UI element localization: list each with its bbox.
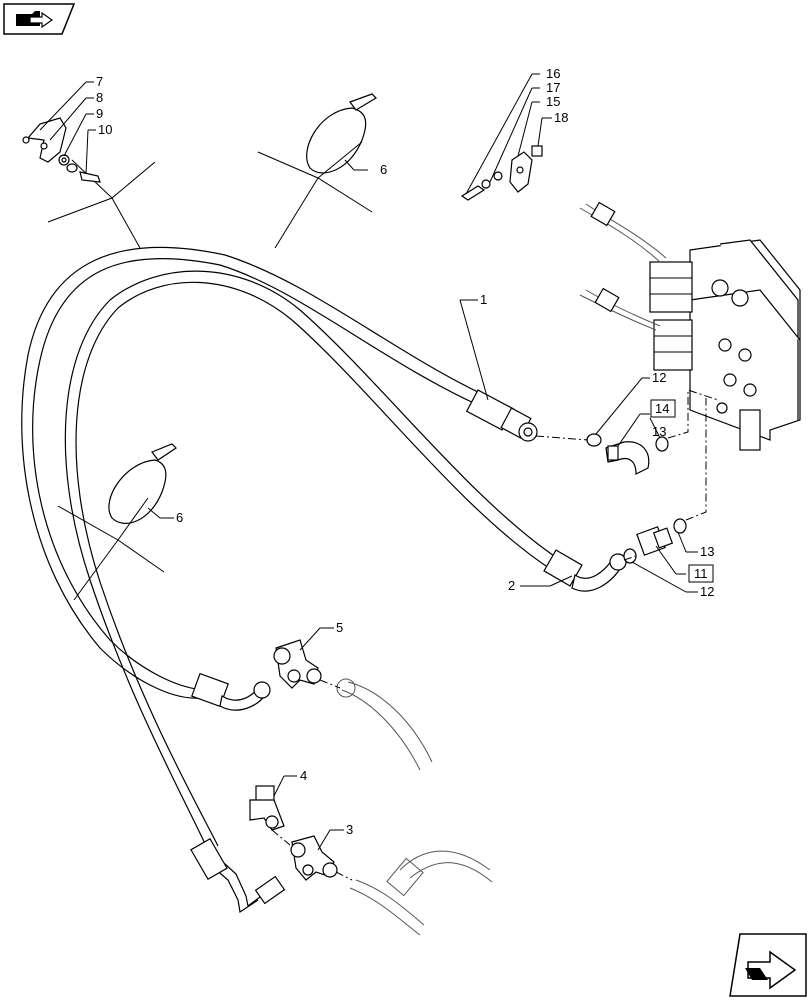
cable-tie-left[interactable] [108, 443, 177, 524]
existing-hose-ghost-lower [349, 850, 493, 936]
callout-11: 11 [694, 566, 708, 581]
callout-16: 16 [546, 66, 560, 81]
callout-15: 15 [546, 94, 560, 109]
callout-7: 7 [96, 74, 103, 89]
tee-fitting-3[interactable] [290, 835, 338, 881]
clamp-assembly-right[interactable] [460, 145, 543, 201]
callout-14-box [650, 399, 676, 418]
tee-fitting-5[interactable] [273, 639, 322, 689]
elbow-fitting-4[interactable] [249, 785, 285, 831]
leader-lines [39, 73, 698, 851]
adapter-straight-11[interactable] [623, 518, 687, 564]
adapter-elbow-14[interactable] [586, 433, 669, 475]
callout-14: 14 [655, 401, 669, 416]
callout-11-box [688, 564, 714, 583]
cut-symbol-2 [257, 141, 373, 249]
cable-tie-top[interactable] [306, 93, 377, 174]
callout-2: 2 [508, 578, 515, 593]
next-page-arrow-icon[interactable] [729, 933, 807, 997]
control-valve-block[interactable] [579, 201, 801, 451]
callout-4: 4 [300, 768, 307, 783]
hose-fitting-bottom[interactable] [190, 837, 286, 905]
cut-symbol-3 [57, 497, 165, 601]
folder-arrow-icon[interactable] [3, 3, 76, 35]
hose-fitting-2[interactable] [543, 549, 627, 592]
assembly-centerlines [271, 389, 719, 881]
callout-10: 10 [98, 122, 112, 137]
callout-6-left: 6 [176, 510, 183, 525]
clamp-assembly-left[interactable] [22, 117, 101, 183]
callout-3: 3 [346, 822, 353, 837]
cut-symbol-1 [47, 159, 156, 249]
callout-13-lower: 13 [700, 544, 714, 559]
callout-18: 18 [554, 110, 568, 125]
callout-12-upper: 12 [652, 370, 666, 385]
callout-1: 1 [480, 292, 487, 307]
callout-8: 8 [96, 90, 103, 105]
hose-fitting-5-side[interactable] [191, 672, 271, 711]
callout-12-lower: 12 [700, 584, 714, 599]
callout-5: 5 [336, 620, 343, 635]
callout-17: 17 [546, 80, 560, 95]
hydraulic-hoses [21, 246, 561, 914]
hose-fitting-1[interactable] [465, 389, 538, 442]
existing-hose-ghost-upper [336, 678, 433, 771]
callout-6-top: 6 [380, 162, 387, 177]
callout-13-upper: 13 [652, 424, 666, 439]
callout-9: 9 [96, 106, 103, 121]
